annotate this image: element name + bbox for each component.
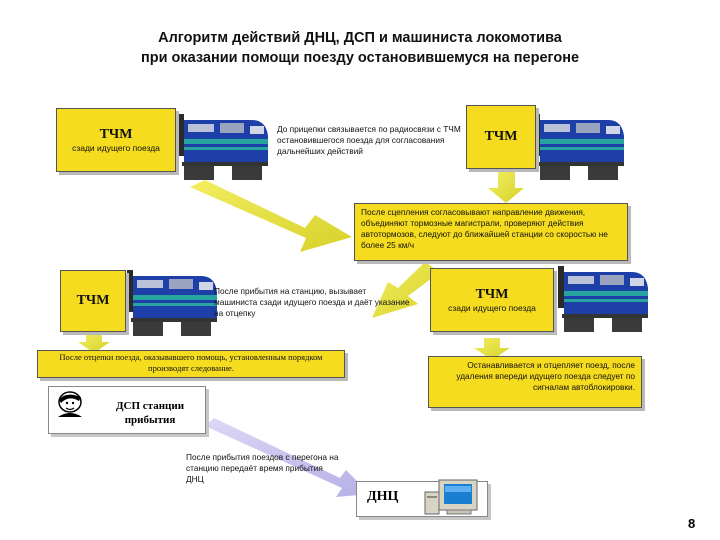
- box-dnc: ДНЦ: [356, 479, 488, 517]
- arrow-to-arrival-note: [372, 262, 440, 318]
- dsp-label-line2: прибытия: [124, 414, 176, 426]
- box-dsp-arrival-station: ДСП станции прибытия: [48, 386, 206, 434]
- note-coupling-contact: До прицепки связывается по радиосвязи с …: [277, 124, 461, 156]
- locomotive-icon: [178, 114, 268, 180]
- box-tchm-stopped-train: ТЧМ: [466, 105, 536, 169]
- note-after-uncoupling: После отцепки поезда, оказывавшего помощ…: [37, 350, 345, 378]
- locomotive-icon: [534, 114, 624, 180]
- locomotive-icon: [127, 270, 217, 336]
- tchm-label: ТЧМ: [484, 129, 518, 144]
- tchm-label: ТЧМ: [475, 287, 509, 302]
- arrow-down-right-1: [488, 172, 524, 203]
- box-tchm-helper: ТЧМ: [60, 270, 126, 332]
- note-stop-uncouple: Останавливается и отцепляет поезд, после…: [428, 356, 642, 408]
- arrow-to-coupling-note: [190, 180, 352, 252]
- tchm-label: ТЧМ: [99, 127, 133, 142]
- box-tchm-following-train-2: ТЧМ сзади идущего поезда: [430, 268, 554, 332]
- computer-icon: [424, 479, 478, 515]
- dispatcher-avatar-icon: [58, 391, 82, 417]
- note-arrival: После прибытия на станцию, вызывает маши…: [214, 286, 410, 318]
- arrow-down-left: [78, 333, 110, 353]
- dsp-label-line1: ДСП станции: [115, 400, 185, 412]
- note-after-coupling: После сцепления согласовывают направлени…: [354, 203, 628, 261]
- box-tchm-following-train: ТЧМ сзади идущего поезда: [56, 108, 176, 172]
- arrow-down-right-2: [474, 338, 510, 360]
- note-dnc-report: После прибытия поездов с перегона на ста…: [186, 452, 339, 484]
- tchm-label: ТЧМ: [76, 293, 110, 308]
- arrow-to-dnc: [205, 418, 370, 497]
- tchm-sublabel: сзади идущего поезда: [448, 303, 536, 313]
- dnc-label: ДНЦ: [367, 489, 399, 504]
- tchm-sublabel: сзади идущего поезда: [72, 143, 160, 153]
- page-title-line1: Алгоритм действий ДНЦ, ДСП и машиниста л…: [158, 30, 562, 46]
- locomotive-icon: [558, 266, 648, 332]
- page-title-line2: при оказании помощи поезду остановившему…: [140, 50, 580, 66]
- page-number: 8: [688, 516, 696, 531]
